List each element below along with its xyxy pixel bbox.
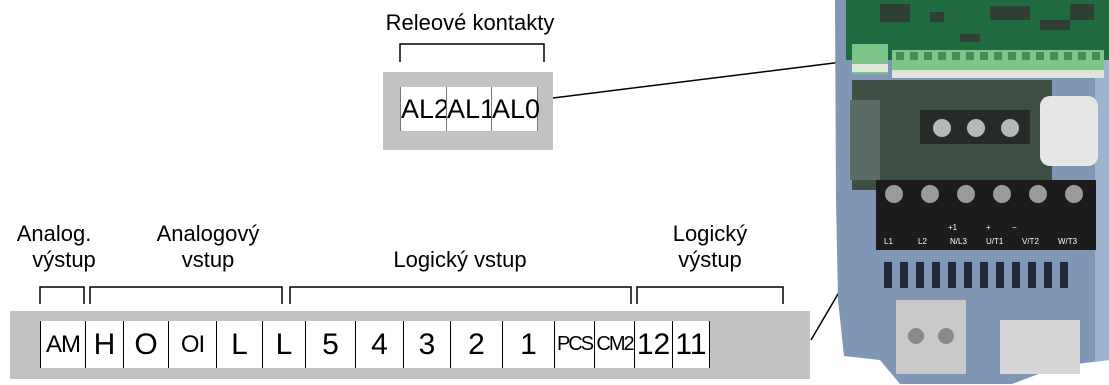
relay-connector — [852, 44, 888, 74]
logic-input-label: Logický vstup — [393, 247, 527, 272]
terminal-l-logic: L — [262, 321, 305, 368]
capacitor — [1040, 96, 1098, 166]
logic-output-label-line1: Logický — [672, 221, 748, 246]
relay-leader-line — [552, 59, 859, 99]
terminal-1: 1 — [502, 321, 554, 368]
analog-output-label-line1: Analog. — [16, 221, 92, 246]
logic-output-bracket — [636, 286, 784, 304]
terminal-l-analog: L — [216, 321, 262, 368]
terminal-am: AM — [40, 321, 85, 368]
terminal-3: 3 — [403, 321, 450, 368]
analog-input-label-line1: Analogový — [156, 221, 260, 246]
relay-bracket — [399, 43, 545, 62]
photo-terminal-label-l1: L1 — [884, 237, 893, 246]
relay-terminal-strip: AL2 AL1 AL0 — [383, 72, 553, 150]
photo-terminal-sign-3: − — [1012, 223, 1017, 232]
control-connector — [892, 50, 1104, 76]
photo-terminal-label-vt2: V/T2 — [1022, 237, 1039, 246]
photo-terminal-label-ut1: U/T1 — [986, 237, 1004, 246]
relay-terminal-al2: AL2 — [400, 87, 449, 131]
photo-terminal-label-nl3: N/L3 — [950, 237, 967, 246]
relay-contacts-label: Releové kontakty — [385, 10, 555, 35]
inverter-housing — [835, 0, 1109, 384]
terminal-cells: AM H O OI L L 5 4 3 2 1 PCS CM2 12 11 — [40, 321, 710, 368]
housing-highlight — [1095, 0, 1109, 362]
analog-input-bracket — [89, 286, 283, 304]
inner-cavity — [852, 80, 1052, 190]
terminal-h: H — [85, 321, 123, 368]
logic-input-bracket — [289, 286, 632, 304]
terminal-2: 2 — [450, 321, 502, 368]
terminal-leader-line — [810, 75, 967, 341]
photo-terminal-sign-2: + — [986, 223, 991, 232]
terminal-4: 4 — [355, 321, 403, 368]
control-board — [846, 0, 1109, 60]
relay-terminal-al1: AL1 — [446, 87, 495, 131]
terminal-oi: OI — [168, 321, 216, 368]
terminal-5: 5 — [305, 321, 355, 368]
photo-terminal-sign-1: +1 — [948, 223, 958, 232]
terminal-12: 12 — [634, 321, 672, 368]
analog-output-bracket — [39, 286, 85, 304]
terminal-cm2: CM2 — [594, 321, 635, 368]
control-terminal-strip: AM H O OI L L 5 4 3 2 1 PCS CM2 12 11 — [10, 311, 810, 379]
terminal-11: 11 — [672, 321, 710, 368]
analog-output-label-line2: výstup — [32, 247, 96, 272]
logic-output-label-line2: výstup — [678, 247, 742, 272]
photo-terminal-label-l2: L2 — [918, 237, 927, 246]
photo-terminal-label-wt3: W/T3 — [1058, 237, 1078, 246]
power-terminal-block — [876, 180, 1096, 250]
relay-terminal-al0: AL0 — [491, 87, 540, 131]
analog-input-label-line2: vstup — [181, 247, 235, 272]
terminal-o: O — [123, 321, 168, 368]
ground-bracket — [896, 300, 966, 374]
terminal-pcs: PCS — [554, 321, 594, 368]
